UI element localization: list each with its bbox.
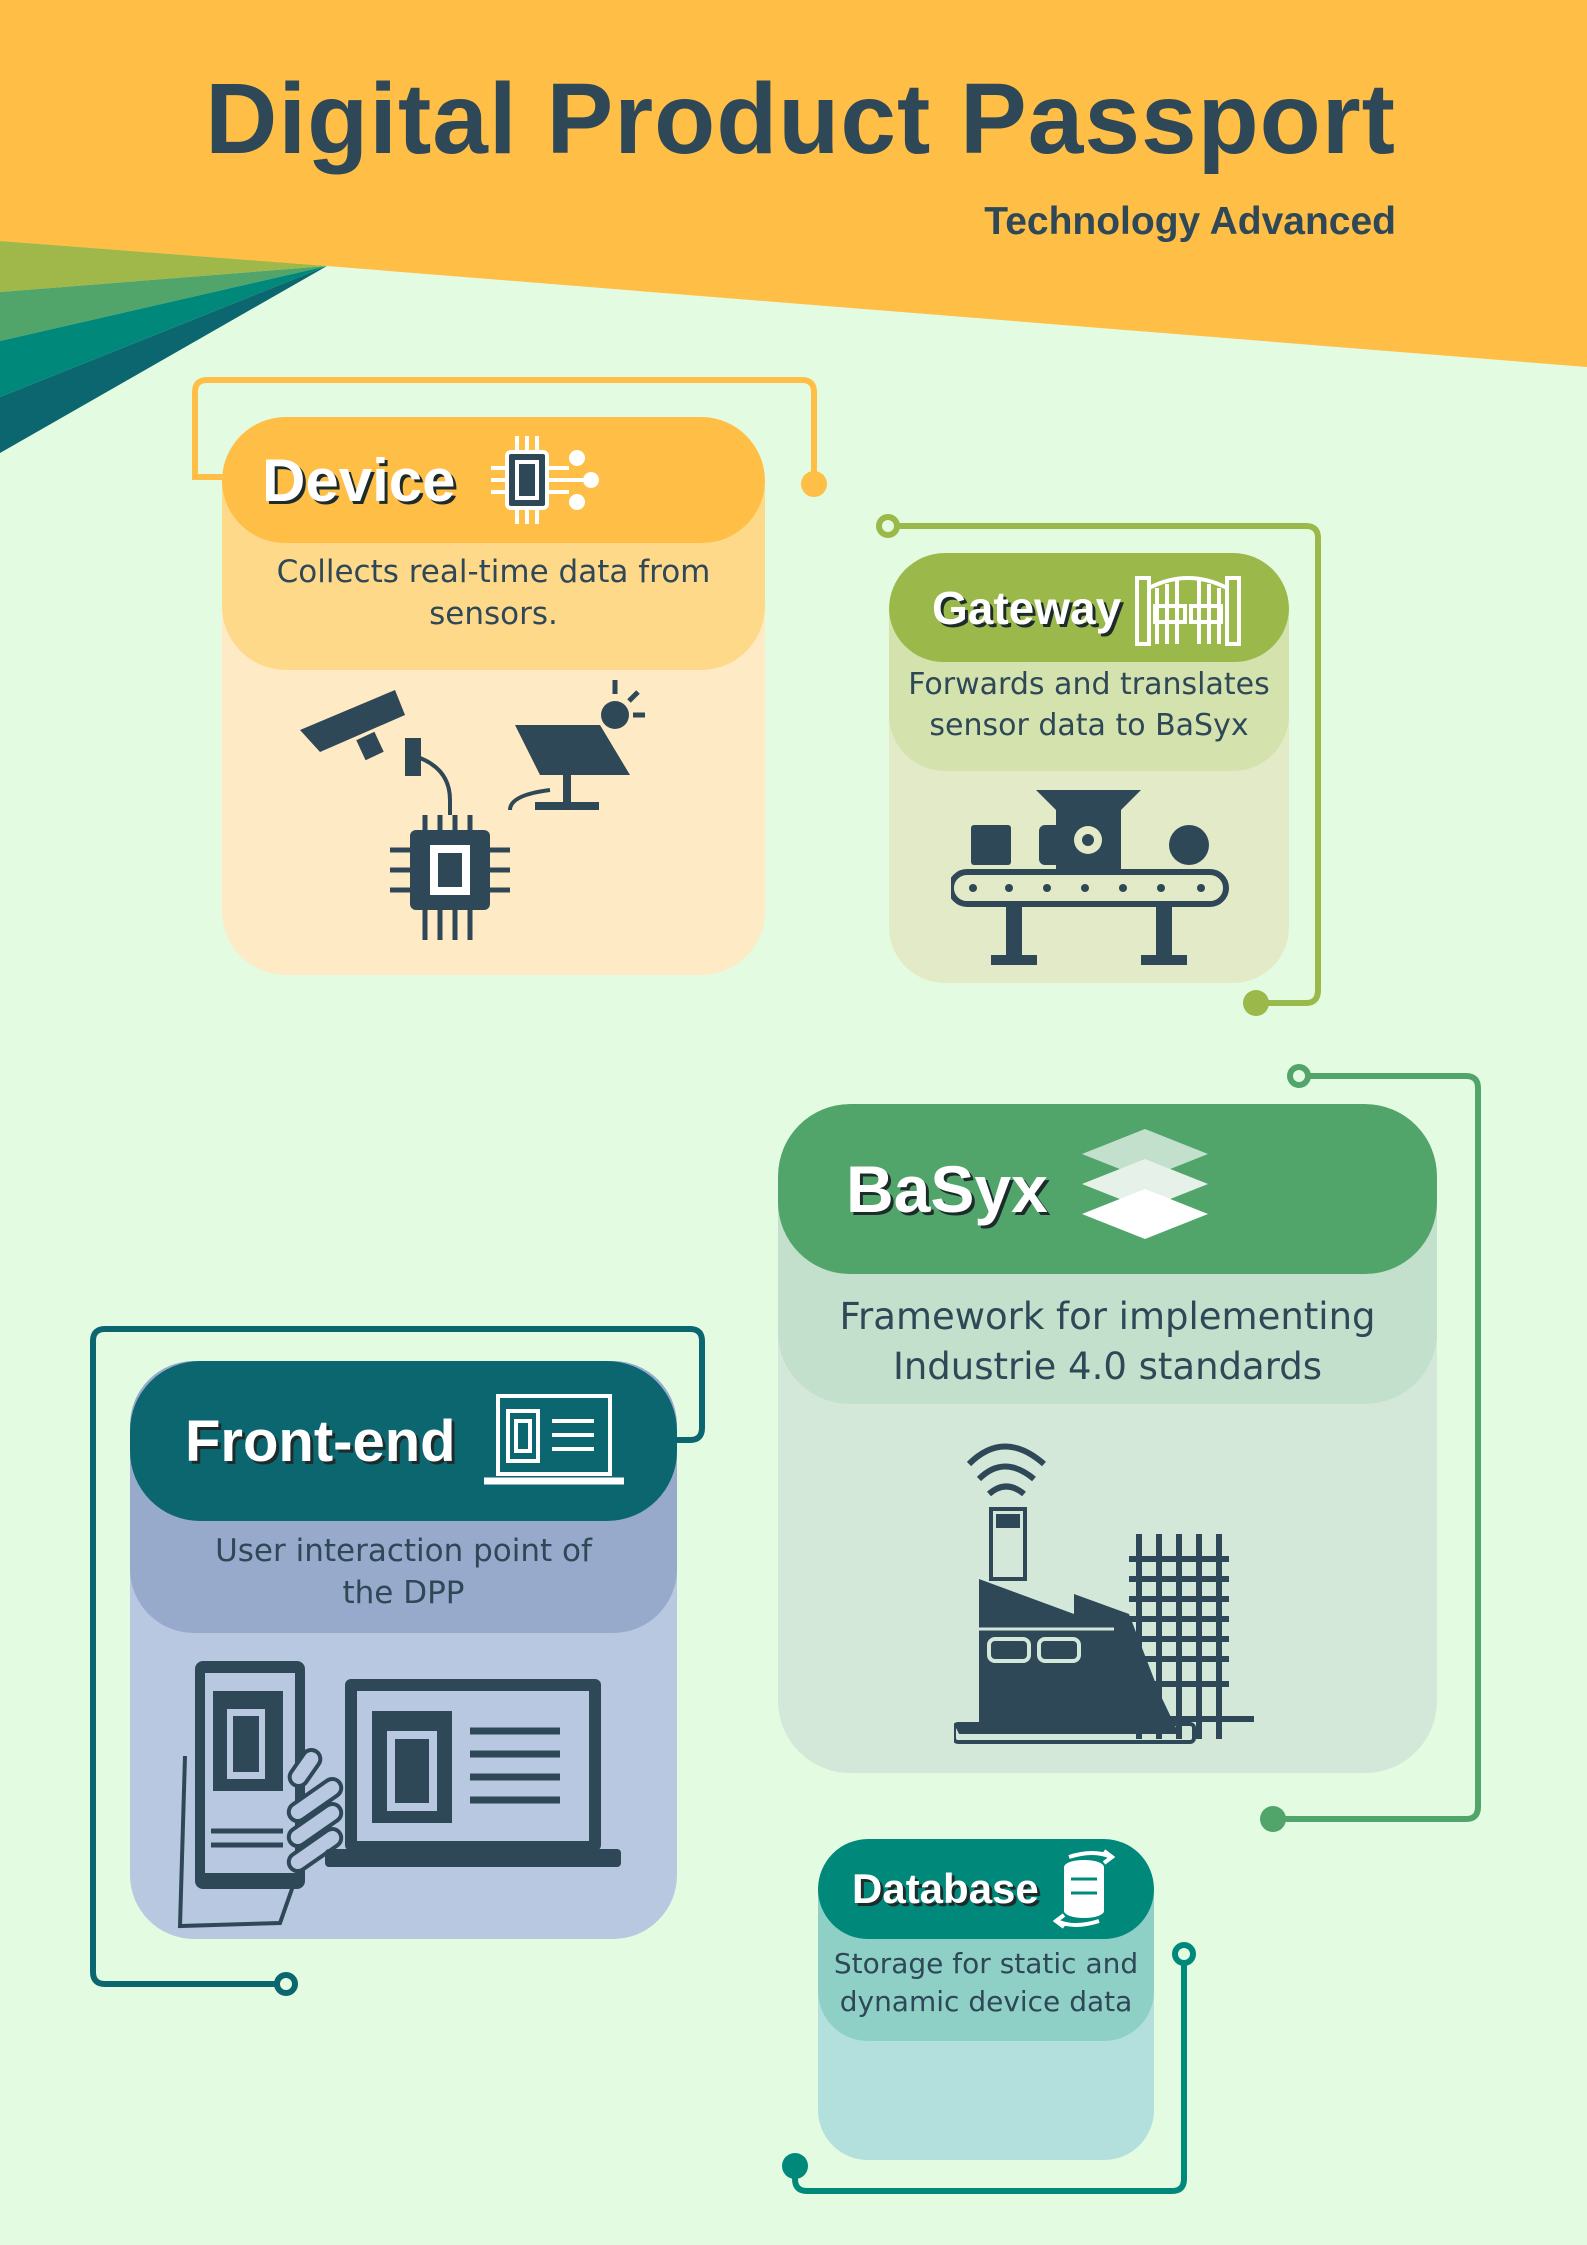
security-camera-icon	[300, 690, 421, 776]
chip-icon	[491, 436, 600, 524]
laptop-document-icon	[483, 1394, 624, 1485]
basyx-title: BaSyx	[846, 1152, 1048, 1226]
wifi-icon	[966, 1443, 1046, 1497]
gateway-connector	[876, 514, 1321, 1016]
basyx-connector	[1260, 1064, 1481, 1832]
page-subtitle: Technology Advanced	[984, 200, 1396, 243]
smartphone-in-hand-icon	[177, 1661, 344, 1929]
device-illustration	[300, 680, 645, 940]
gateway-description: Forwards and translates sensor data to B…	[908, 667, 1270, 743]
gateway-title: Gateway	[932, 581, 1122, 634]
scaffold-grid	[1129, 1534, 1254, 1739]
basyx-description: Framework for implementing Industrie 4.0…	[839, 1295, 1376, 1388]
frontend-connector	[90, 1326, 705, 1996]
frontend-description: User interaction point of the DPP	[215, 1533, 592, 1611]
database-title: Database	[852, 1865, 1039, 1912]
page-title: Digital Product Passport	[205, 63, 1396, 175]
gateway-card: Gateway Forwards and translates sensor d…	[889, 553, 1289, 983]
header-banner	[0, 0, 1587, 367]
gate-icon	[1135, 575, 1242, 646]
database-sync-icon	[1052, 1849, 1116, 1929]
solar-panel-icon	[515, 680, 645, 810]
gateway-illustration	[951, 790, 1229, 965]
chip-icon	[390, 815, 510, 940]
database-description: Storage for static and dynamic device da…	[833, 1947, 1139, 2018]
frontend-illustration	[177, 1661, 621, 1929]
basyx-illustration	[954, 1443, 1254, 1744]
basyx-card: BaSyx Framework for implementing Industr…	[778, 1104, 1437, 1773]
device-description: Collects real-time data from sensors.	[276, 554, 711, 632]
device-title: Device	[262, 446, 456, 514]
frontend-title: Front-end	[185, 1408, 456, 1474]
frontend-card: Front-end User interaction point of the …	[130, 1361, 677, 1939]
laptop-icon	[325, 1679, 621, 1867]
database-connector	[782, 1942, 1196, 2194]
layers-icon	[1081, 1129, 1208, 1239]
fan-band-dark-teal	[0, 266, 327, 453]
fan-band-olive	[0, 241, 327, 292]
device-connector	[192, 377, 827, 497]
device-card: Device Collects real-time data from sens…	[222, 417, 765, 975]
database-card: Database Storage for static and dynamic …	[818, 1839, 1154, 2160]
